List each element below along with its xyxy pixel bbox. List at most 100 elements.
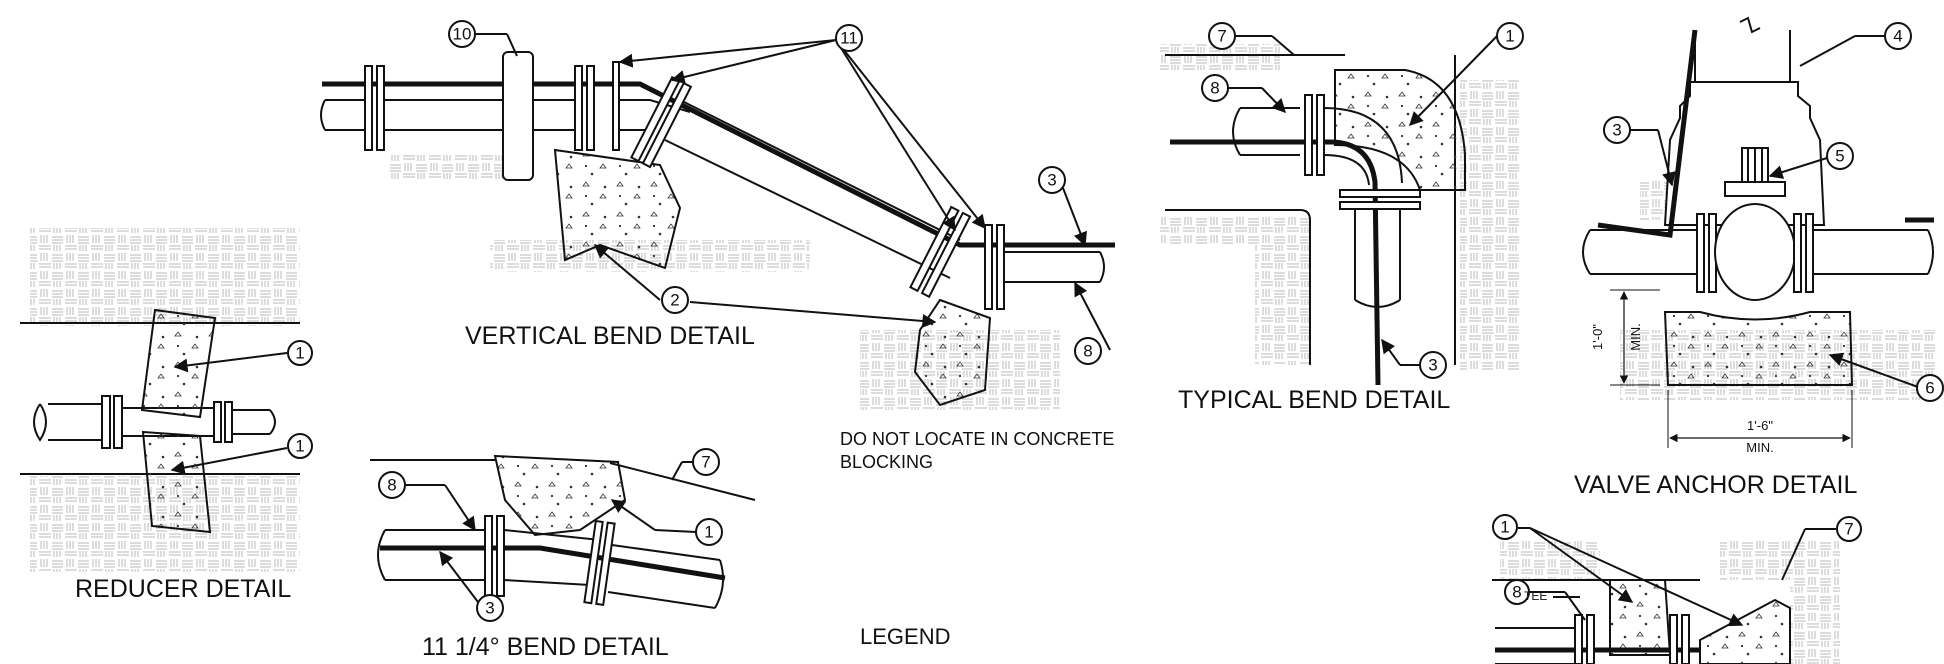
- soil-hatch: [30, 228, 300, 326]
- leader-line: [1062, 187, 1087, 247]
- horizontal-dimension: 1'-6": [1747, 418, 1773, 433]
- callout-number: 5: [1835, 147, 1844, 166]
- flange: [1696, 213, 1705, 293]
- legend-title: LEGEND: [860, 624, 950, 649]
- vertical-bend-detail-title: VERTICAL BEND DETAIL: [465, 322, 755, 350]
- leader-line: [444, 484, 476, 532]
- callout-number: 3: [1612, 121, 1621, 140]
- thrust-line: [1170, 139, 1381, 386]
- leader-line: [654, 529, 697, 533]
- valve-anchor-detail-title: VALVE ANCHOR DETAIL: [1574, 471, 1858, 499]
- leader-line: [1261, 87, 1286, 114]
- leader-line: [1074, 281, 1111, 351]
- callout-number: 3: [1047, 171, 1056, 190]
- callout-number: 8: [1083, 342, 1092, 361]
- bend-11-detail-title: 11 1/4° BEND DETAIL: [422, 633, 669, 661]
- callout-number: 2: [670, 291, 679, 310]
- pipe: [33, 403, 102, 442]
- trench-line: [1165, 209, 1311, 365]
- leader-line: [835, 39, 986, 230]
- leader-line: [610, 499, 656, 531]
- callout-bubble: [835, 24, 863, 52]
- reducer-detail: [20, 228, 313, 572]
- leader-line: [1271, 35, 1295, 56]
- flange: [1805, 213, 1814, 293]
- leader-line: [689, 301, 937, 328]
- callout-number: 7: [1844, 520, 1853, 539]
- concrete-block: [1609, 579, 1672, 656]
- flange: [1793, 213, 1802, 293]
- leader-line: [1381, 338, 1401, 366]
- placement-note: DO NOT LOCATE IN CONCRETE: [840, 429, 1114, 449]
- coupling: [502, 51, 534, 181]
- thrust-line: [1597, 29, 1698, 238]
- pipe: [232, 409, 276, 435]
- callout-bubble: [1603, 116, 1631, 144]
- callout-bubble: [1419, 351, 1447, 379]
- callout-number: 3: [1428, 356, 1437, 375]
- callout-number: 1: [704, 523, 713, 542]
- leader-line: [1529, 527, 1634, 603]
- concrete-block: [553, 148, 682, 270]
- pipe: [664, 99, 961, 279]
- callout-number: 1: [1500, 518, 1509, 537]
- reducer-detail-title: REDUCER DETAIL: [75, 575, 291, 603]
- callout-bubble: [287, 433, 313, 459]
- thrust-line: [322, 81, 1115, 248]
- pipe: [377, 529, 485, 581]
- callout-bubble: [1208, 22, 1236, 50]
- soil-hatch: [1160, 215, 1310, 245]
- flange: [101, 395, 111, 449]
- callout-bubble: [1492, 514, 1518, 540]
- concrete-block: [1699, 598, 1791, 664]
- pipe: [1232, 107, 1300, 156]
- callout-number: 8: [1210, 79, 1219, 98]
- pipe: [1582, 229, 1697, 275]
- pipe: [1354, 209, 1401, 308]
- callout-bubble: [695, 518, 723, 546]
- leader-line: [173, 352, 288, 373]
- flange: [496, 515, 505, 597]
- pipe: [1323, 107, 1403, 186]
- flange: [484, 515, 493, 597]
- callout-number: 8: [387, 476, 396, 495]
- callout-number: 1: [295, 437, 304, 456]
- flange: [996, 224, 1005, 310]
- callout-bubble: [1496, 22, 1524, 50]
- ground-line: [609, 462, 756, 501]
- flange: [224, 401, 233, 443]
- leader-line: [1768, 157, 1828, 179]
- callout-bubble: [476, 594, 504, 622]
- flange: [1339, 189, 1421, 198]
- leader-line: [670, 39, 837, 84]
- flange: [1586, 614, 1595, 664]
- pipe: [384, 99, 575, 131]
- leader-line: [1828, 352, 1919, 388]
- leader-line: [439, 550, 479, 603]
- callout-number: 7: [701, 453, 710, 472]
- flange: [574, 65, 583, 151]
- vertical-bend-detail: [320, 20, 1115, 410]
- flange: [984, 224, 993, 310]
- soil-hatch: [1720, 540, 1840, 580]
- callout-number: 8: [1512, 583, 1521, 602]
- leader-line: [671, 461, 683, 481]
- flange: [1304, 94, 1313, 176]
- leader-line: [593, 244, 661, 301]
- leader-line: [1657, 129, 1676, 187]
- valve-anchor-detail: [1582, 16, 1944, 448]
- flange: [1681, 614, 1690, 664]
- flange: [213, 401, 222, 443]
- flange: [376, 65, 385, 151]
- flange: [1316, 94, 1325, 176]
- vertical-dimension-sub: MIN.: [1628, 323, 1643, 350]
- callout-bubble: [378, 471, 406, 499]
- callout-number: 4: [1893, 27, 1902, 46]
- soil-hatch: [1255, 245, 1310, 365]
- pipe: [607, 544, 725, 609]
- callout-bubble: [448, 20, 476, 48]
- callout-bubble: [287, 340, 313, 366]
- horizontal-dimension-sub: MIN.: [1746, 440, 1773, 455]
- leader-line: [1529, 527, 1744, 627]
